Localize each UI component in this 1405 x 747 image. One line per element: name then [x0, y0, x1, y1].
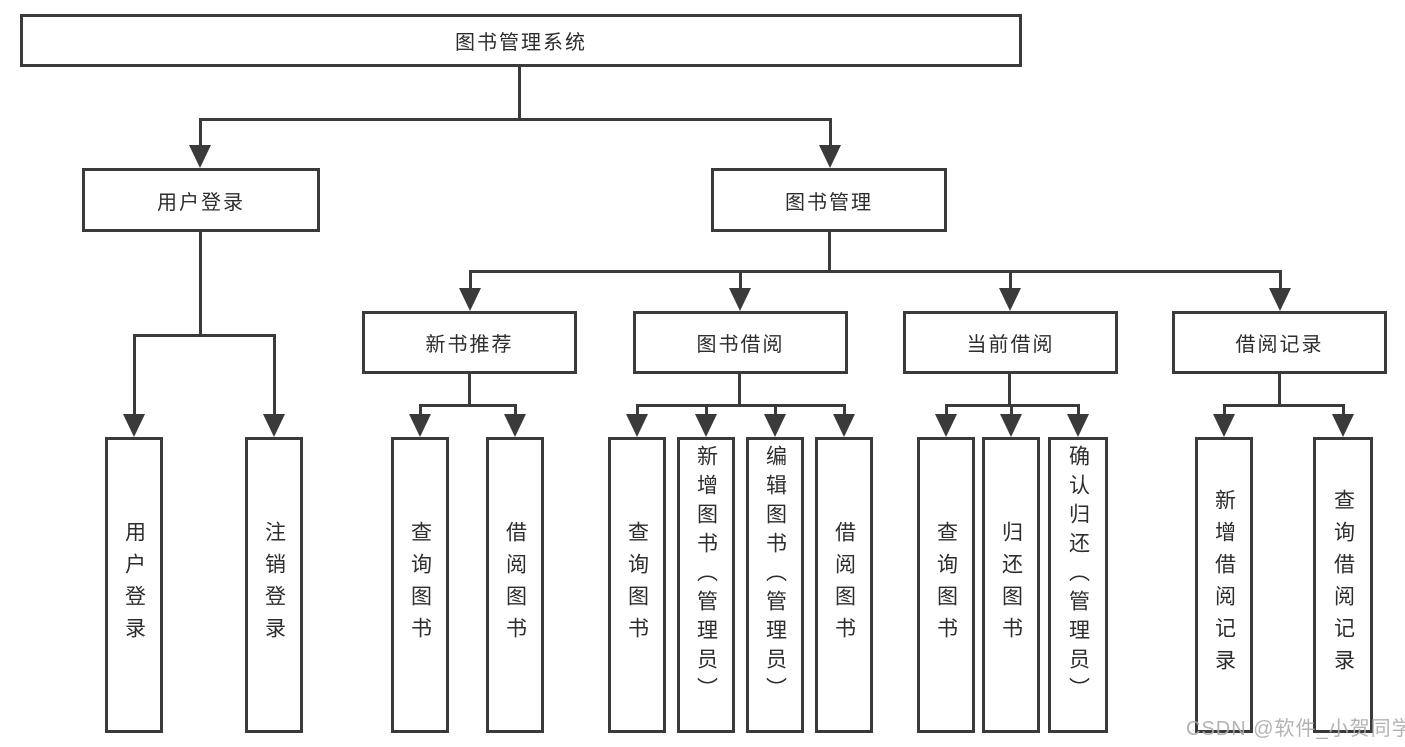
connector-line [468, 374, 471, 406]
arrow-down-icon [935, 414, 957, 437]
leaf-recommend-query-book: 查询图书 [391, 437, 449, 733]
connector-line [945, 404, 948, 418]
connector-line [469, 270, 1281, 273]
arrow-down-icon [1269, 288, 1291, 311]
leaf-label: 新增借阅记录 [1212, 489, 1236, 681]
arrow-down-icon [833, 414, 855, 437]
connector-line [1223, 404, 1344, 407]
arrow-down-icon [459, 288, 481, 311]
arrow-down-icon [1067, 414, 1089, 437]
connector-line [1009, 270, 1012, 292]
node-root: 图书管理系统 [20, 14, 1022, 67]
leaf-current-query-book: 查询图书 [917, 437, 975, 733]
watermark: CSDN @软件_小贺同学 [1186, 718, 1405, 740]
connector-line [133, 334, 275, 337]
connector-line [636, 404, 639, 418]
leaf-logout: 注销登录 [245, 437, 303, 733]
arrow-down-icon [999, 288, 1021, 311]
leaf-user-login: 用户登录 [105, 437, 163, 733]
leaf-label: 查询图书 [934, 521, 958, 649]
connector-line [199, 232, 202, 336]
connector-line [1223, 404, 1226, 418]
connector-line [843, 404, 846, 418]
connector-line [514, 404, 517, 418]
connector-line [199, 118, 202, 148]
connector-line [199, 118, 831, 121]
connector-line [738, 374, 741, 406]
connector-line [518, 67, 521, 121]
connector-line [828, 232, 831, 272]
connector-line [1279, 270, 1282, 292]
connector-line [1278, 374, 1281, 406]
leaf-current-confirm-return: 确认归还（管理员） [1048, 437, 1108, 733]
arrow-down-icon [819, 145, 841, 168]
connector-line [1008, 374, 1011, 406]
node-borrowing-records: 借阅记录 [1172, 311, 1387, 374]
leaf-label: 借阅图书 [832, 521, 856, 649]
leaf-label: 注销登录 [262, 521, 286, 649]
connector-line [419, 404, 422, 418]
connector-line [829, 118, 832, 148]
arrow-down-icon [764, 414, 786, 437]
leaf-label: 用户登录 [122, 521, 146, 649]
node-current-borrowing: 当前借阅 [903, 311, 1118, 374]
leaf-label: 新增图书（管理员） [694, 445, 718, 706]
node-new-book-recommend: 新书推荐 [362, 311, 577, 374]
leaf-borrowing-query-book: 查询图书 [608, 437, 666, 733]
arrow-down-icon [123, 414, 145, 437]
node-book-borrowing: 图书借阅 [633, 311, 848, 374]
node-user-login: 用户登录 [82, 168, 320, 232]
connector-line [774, 404, 777, 418]
leaf-label: 查询图书 [408, 521, 432, 649]
connector-line [469, 270, 472, 292]
leaf-label: 编辑图书（管理员） [763, 445, 787, 706]
leaf-label: 确认归还（管理员） [1066, 445, 1090, 706]
arrow-down-icon [626, 414, 648, 437]
arrow-down-icon [1213, 414, 1235, 437]
connector-line [1077, 404, 1080, 418]
connector-line [419, 404, 516, 407]
arrow-down-icon [189, 145, 211, 168]
connector-line [705, 404, 708, 418]
connector-line [739, 270, 742, 292]
connector-line [133, 334, 136, 416]
arrow-down-icon [1000, 414, 1022, 437]
node-book-management: 图书管理 [711, 168, 947, 232]
leaf-current-return-book: 归还图书 [982, 437, 1040, 733]
connector-line [273, 334, 276, 416]
leaf-borrowing-edit-book: 编辑图书（管理员） [746, 437, 804, 733]
leaf-label: 查询图书 [625, 521, 649, 649]
connector-line [636, 404, 845, 407]
leaf-borrowing-add-book: 新增图书（管理员） [677, 437, 735, 733]
arrow-down-icon [1332, 414, 1354, 437]
leaf-records-add-record: 新增借阅记录 [1195, 437, 1253, 733]
leaf-label: 借阅图书 [503, 521, 527, 649]
arrow-down-icon [409, 414, 431, 437]
leaf-records-query-record: 查询借阅记录 [1313, 437, 1373, 733]
connector-line [1010, 404, 1013, 418]
arrow-down-icon [695, 414, 717, 437]
arrow-down-icon [263, 414, 285, 437]
leaf-borrowing-borrow-book: 借阅图书 [815, 437, 873, 733]
leaf-label: 查询借阅记录 [1331, 489, 1355, 681]
arrow-down-icon [504, 414, 526, 437]
arrow-down-icon [729, 288, 751, 311]
connector-line [1342, 404, 1345, 418]
leaf-label: 归还图书 [999, 521, 1023, 649]
leaf-recommend-borrow-book: 借阅图书 [486, 437, 544, 733]
